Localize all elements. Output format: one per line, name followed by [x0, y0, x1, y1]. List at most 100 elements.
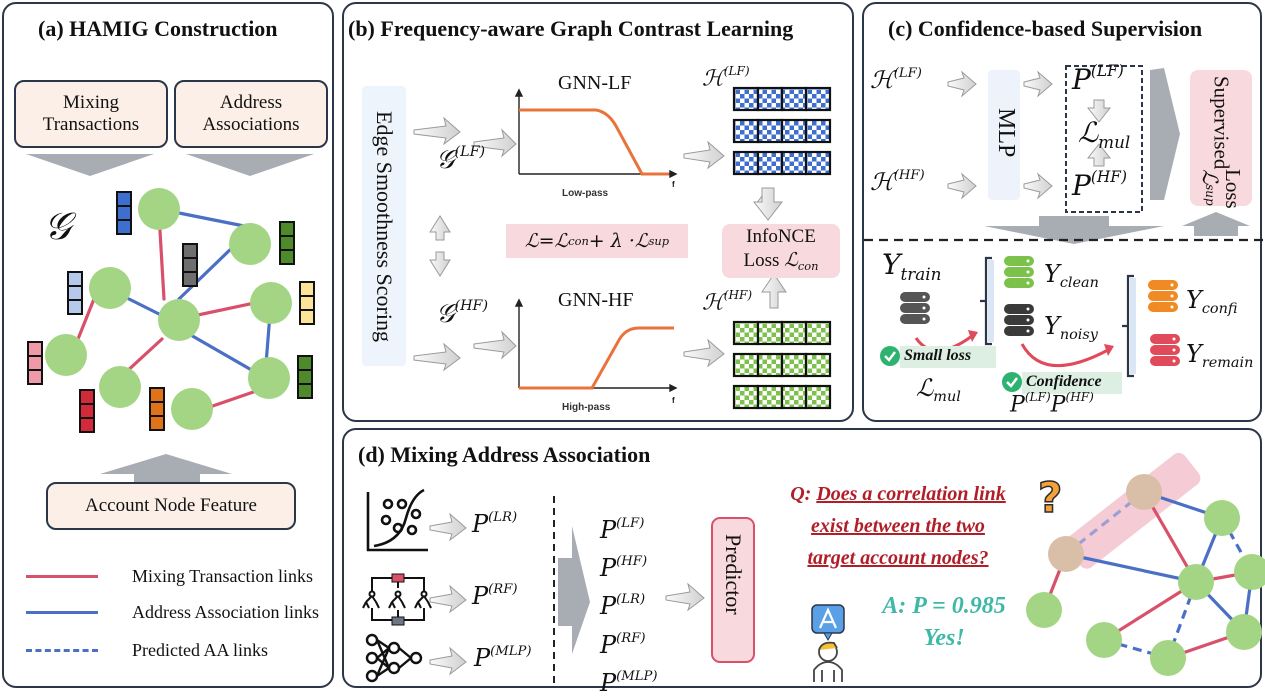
small-loss-base: ℒ: [916, 374, 934, 402]
gnn-lf-label: GNN-LF: [558, 72, 632, 94]
up-arrow-icon: [429, 215, 451, 241]
question-line: target account nodes?: [807, 547, 989, 569]
graph-lf-base: 𝒢: [436, 145, 455, 176]
panel-confidence-supervision: (c) Confidence-based Supervision: [862, 2, 1264, 422]
embedding-cell: [732, 384, 760, 410]
p-lr-sup: (LR): [488, 510, 518, 525]
big-right-arrow-icon: [558, 526, 590, 654]
lowpass-curve: [519, 108, 669, 176]
conf-p-hf-base: P: [1050, 392, 1066, 418]
embedding-cell: [780, 320, 808, 346]
p-sup: (HF): [616, 554, 648, 570]
p-sup: (LR): [616, 592, 646, 608]
node-feature-vector: [279, 235, 295, 251]
right-arrow-icon: [429, 646, 467, 676]
legend-mixing-transaction: Mixing Transaction links: [26, 566, 313, 587]
c-h-hf-sup: (HF): [893, 168, 925, 183]
right-arrow-icon: [473, 128, 517, 158]
embedding-cell: [804, 384, 832, 410]
embedding-cell: [780, 118, 808, 144]
loss-con-sub: con: [568, 234, 589, 248]
infonce-loss-box: InfoNCE Loss ℒcon: [722, 224, 840, 278]
down-arrow-icon: [1086, 99, 1112, 123]
supervised-word: Supervised: [1209, 76, 1234, 170]
node-feature-vector: [297, 383, 313, 399]
embedding-cell: [756, 86, 784, 112]
node-feature-vector: [279, 221, 295, 237]
c-h-lf: ℋ(LF): [870, 66, 922, 94]
check-icon: [880, 346, 900, 366]
y-clean-sub: clean: [1059, 275, 1099, 292]
panel-c-title: (c) Confidence-based Supervision: [888, 16, 1203, 41]
embedding-cell: [756, 352, 784, 378]
bracket: [1122, 274, 1134, 378]
confident-database-icon: [1148, 280, 1178, 290]
question-text: Q: Does a correlation link exist between…: [770, 478, 1026, 574]
p-base: P: [600, 630, 617, 659]
h-hf-sup: (HF): [723, 288, 753, 302]
supervised-loss-symbol: ℒ: [1198, 169, 1223, 185]
right-arrow-icon: [947, 70, 977, 98]
account-node: [250, 282, 292, 324]
clean-database-icon: [1004, 278, 1034, 288]
mt-link: [122, 337, 164, 376]
conf-p-hf-sup: (HF): [1065, 390, 1094, 404]
loss-plus-lambda: + λ ·: [588, 230, 635, 252]
neural-network-icon: [365, 633, 423, 683]
h-lf-symbol: ℋ(LF): [702, 64, 750, 91]
embedding-cell: [780, 86, 808, 112]
loss-lhs: ℒ: [524, 230, 539, 252]
confidence-terms: P(LF)P(HF): [1010, 390, 1094, 417]
account-node: [1178, 564, 1214, 600]
graph-lf-symbol: 𝒢(LF): [436, 144, 485, 176]
p-sup: (RF): [616, 630, 646, 646]
c-h-hf: ℋ(HF): [870, 168, 925, 196]
down-arrow-icon: [752, 187, 784, 221]
panel-b-title: (b) Frequency-aware Graph Contrast Learn…: [348, 16, 794, 41]
infonce-loss-word: Loss: [743, 249, 785, 271]
p-lr-output: P(LR): [472, 510, 517, 538]
node-feature-vector: [27, 341, 43, 357]
highpass-chart: [514, 298, 678, 393]
target-account-node: [1048, 536, 1084, 572]
answer-probability: A: P = 0.985: [882, 593, 1006, 619]
p-base: P: [600, 554, 617, 583]
logistic-regression-icon: [366, 488, 428, 552]
embedding-cell: [804, 150, 832, 176]
aa-link: [187, 332, 264, 378]
up-arrow-icon: [761, 273, 787, 309]
node-feature-vector: [299, 281, 315, 297]
remain-database-icon: [1150, 356, 1180, 366]
embedding-cell: [732, 118, 760, 144]
legend-dashed-blue-line: [26, 649, 98, 652]
highpass-label: High-pass: [562, 402, 611, 413]
right-arrow-icon: [1023, 70, 1053, 98]
gnn-hf-label: GNN-HF: [558, 289, 634, 311]
right-arrow-icon: [1023, 172, 1053, 200]
right-arrow-icon: [947, 172, 977, 200]
graph-lf-sup: (LF): [454, 144, 486, 160]
infonce-label: InfoNCE: [746, 226, 816, 247]
y-clean-base: Y: [1044, 260, 1060, 288]
node-feature-vector: [182, 271, 198, 287]
train-database-icon: [900, 292, 930, 302]
right-arrow-icon: [683, 338, 725, 368]
account-node: [1086, 622, 1122, 658]
address-associations-line1: Address: [219, 92, 283, 114]
account-node: [1204, 500, 1240, 536]
lowpass-axis-f: f: [672, 180, 675, 189]
p-base: P: [600, 516, 617, 545]
combined-p-lr: P(LR): [600, 584, 658, 622]
legend-label: Mixing Transaction links: [132, 566, 314, 586]
embedding-cell: [804, 86, 832, 112]
target-pair-highlight: [1065, 452, 1201, 569]
infonce-loss-symbol: ℒ: [784, 248, 798, 271]
node-feature-vector: [116, 205, 132, 221]
question-line: Does a correlation link: [816, 483, 1006, 505]
node-feature-vector: [116, 191, 132, 207]
y-remain: Yremain: [1186, 340, 1253, 371]
answer-yes: Yes!: [923, 625, 965, 651]
h-lf-sup: (LF): [723, 64, 750, 78]
